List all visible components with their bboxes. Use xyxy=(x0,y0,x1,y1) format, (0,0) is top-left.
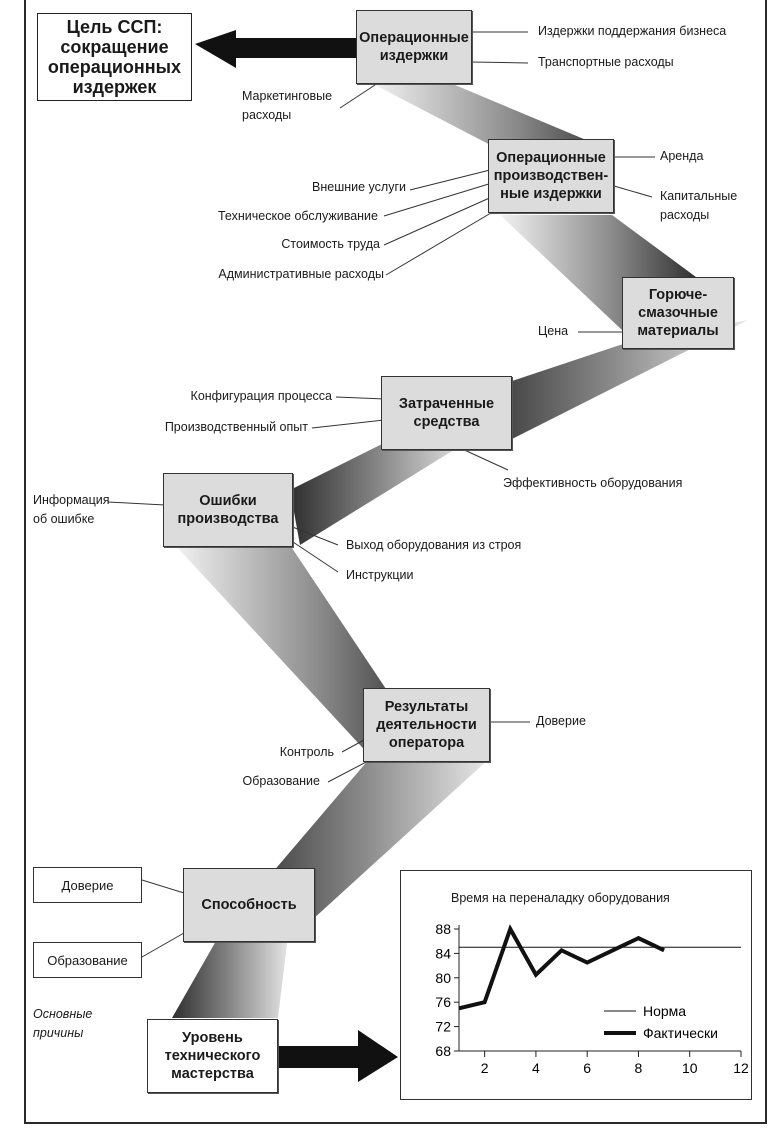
box-education[interactable]: Образование xyxy=(33,942,142,978)
node-label: Способность xyxy=(201,897,297,913)
label-capex: Капитальные расходы xyxy=(660,189,738,222)
arrow-to-goal[interactable] xyxy=(195,30,360,68)
label-labor-cost: Стоимость труда xyxy=(281,237,380,251)
node-fuel-lubricants[interactable]: Горюче- смазочные материалы xyxy=(622,277,734,349)
label-prod-experience: Производственный опыт xyxy=(164,420,308,434)
label-equipment-efficiency: Эффективность оборудования xyxy=(503,476,683,490)
goal-box: Цель ССП: сокращение операционных издерж… xyxy=(37,13,192,101)
y-tick-label: 68 xyxy=(435,1043,451,1059)
label-trust-operator: Доверие xyxy=(536,714,586,728)
label-marketing: Маркетинговые расходы xyxy=(242,89,333,122)
box-trust[interactable]: Доверие xyxy=(33,867,142,903)
box-label: Образование xyxy=(47,952,128,968)
node-operational-costs[interactable]: Операционные издержки xyxy=(356,10,472,84)
label-root-causes: Основные причины xyxy=(33,1007,93,1040)
leader-lines xyxy=(107,31,655,958)
label-process-config: Конфигурация процесса xyxy=(190,389,332,403)
diagram-frame xyxy=(24,0,767,1124)
legend-label: Норма xyxy=(643,1003,686,1019)
node-label: Результаты деятельности оператора xyxy=(376,699,477,751)
node-operational-production-costs[interactable]: Операционные производствен- ные издержки xyxy=(488,139,614,213)
series-actual xyxy=(458,924,665,1011)
band-opprod-to-opcosts xyxy=(375,85,610,150)
node-operator-results[interactable]: Результаты деятельности оператора xyxy=(363,688,490,762)
arrow-to-chart[interactable] xyxy=(278,1030,398,1082)
label-error-info: Информация об ошибке xyxy=(33,493,110,526)
label-transport: Транспортные расходы xyxy=(538,55,674,69)
band-skill-to-ability xyxy=(172,920,290,1018)
node-label: Операционные издержки xyxy=(359,30,469,64)
band-errors-to-spent xyxy=(290,440,470,545)
label-business-support: Издержки поддержания бизнеса xyxy=(538,24,727,38)
node-label: Операционные производствен- ные издержки xyxy=(493,150,609,202)
x-tick-label: 2 xyxy=(481,1060,489,1076)
y-tick-label: 88 xyxy=(435,921,451,937)
node-label: Уровень технического мастерства xyxy=(164,1030,261,1082)
x-tick-label: 10 xyxy=(682,1060,698,1076)
legend-label: Фактически xyxy=(643,1025,718,1041)
x-tick-label: 6 xyxy=(583,1060,591,1076)
x-tick-label: 8 xyxy=(635,1060,643,1076)
label-price: Цена xyxy=(538,324,569,338)
band-spent-to-fuel xyxy=(470,320,748,440)
node-label: Горюче- смазочные материалы xyxy=(637,287,719,339)
y-tick-label: 84 xyxy=(435,945,451,961)
chart-title: Время на переналадку оборудования xyxy=(451,891,670,905)
label-admin: Административные расходы xyxy=(218,267,384,281)
node-skill-level[interactable]: Уровень технического мастерства xyxy=(147,1019,278,1093)
label-control: Контроль xyxy=(279,745,334,759)
label-education-operator: Образование xyxy=(242,774,320,788)
label-instructions: Инструкции xyxy=(346,568,414,582)
label-equipment-failure: Выход оборудования из строя xyxy=(346,538,522,552)
node-label: Затраченные средства xyxy=(398,396,495,430)
label-rent: Аренда xyxy=(660,149,704,163)
y-tick-label: 80 xyxy=(435,970,451,986)
node-ability[interactable]: Способность xyxy=(183,868,315,942)
node-label: Ошибки производства xyxy=(177,493,279,527)
x-tick-label: 12 xyxy=(733,1060,749,1076)
y-tick-label: 76 xyxy=(435,994,451,1010)
label-maintenance: Техническое обслуживание xyxy=(218,209,378,223)
label-external-services: Внешние услуги xyxy=(312,180,406,194)
node-spent-funds[interactable]: Затраченные средства xyxy=(381,376,512,450)
x-tick-label: 4 xyxy=(532,1060,540,1076)
y-tick-label: 72 xyxy=(435,1019,451,1035)
node-production-errors[interactable]: Ошибки производства xyxy=(163,473,293,547)
box-label: Доверие xyxy=(61,877,114,893)
goal-text: Цель ССП: сокращение операционных издерж… xyxy=(47,17,182,97)
